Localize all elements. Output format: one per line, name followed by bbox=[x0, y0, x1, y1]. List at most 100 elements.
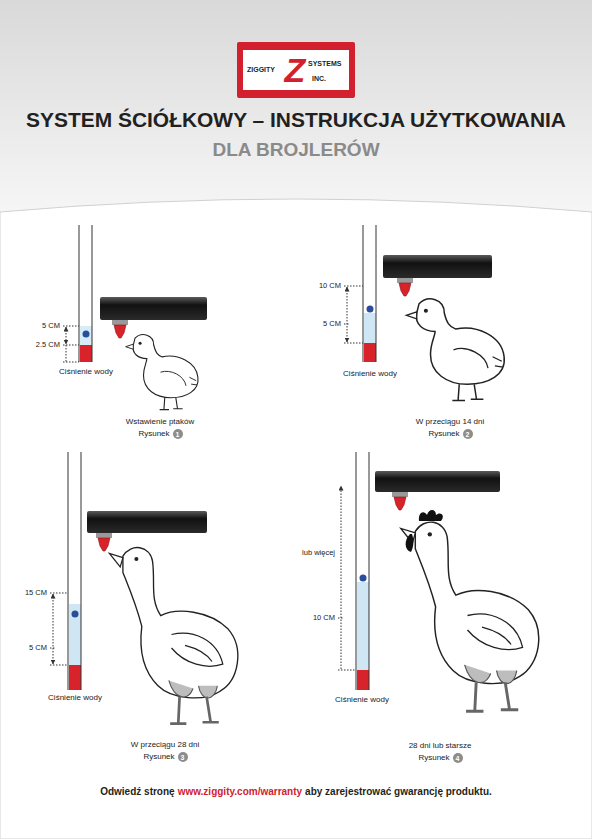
callout-number: 1 bbox=[173, 429, 183, 439]
float-ball bbox=[83, 331, 90, 338]
dimension-line bbox=[66, 345, 67, 362]
float-ball bbox=[72, 611, 79, 618]
caption-text: W przeciągu 28 dni bbox=[131, 740, 199, 749]
callout-digit: 3 bbox=[181, 754, 185, 761]
nipple-saddle bbox=[96, 533, 112, 538]
footer: Odwiedź stronę www.ziggity.com/warrantyab… bbox=[0, 786, 592, 797]
caption-text: Rysunek bbox=[418, 753, 449, 762]
chick bbox=[126, 335, 198, 410]
broiler-bird bbox=[109, 548, 237, 724]
panel-2 bbox=[344, 225, 504, 400]
red-base bbox=[69, 665, 81, 690]
nipple-saddle bbox=[397, 278, 413, 283]
dimension-tick bbox=[338, 670, 356, 671]
callout-number: 4 bbox=[453, 753, 463, 763]
tube-wall bbox=[79, 225, 80, 362]
dimension-label: 2.5 CM bbox=[36, 341, 60, 350]
callout-number: 3 bbox=[178, 752, 188, 762]
dimension-label: 15 CM bbox=[25, 589, 47, 598]
float-ball bbox=[367, 306, 374, 313]
callout-number: 2 bbox=[463, 429, 473, 439]
dimension-tick bbox=[63, 345, 79, 346]
caption-text: Rysunek bbox=[428, 429, 459, 438]
dimension-tick bbox=[338, 618, 344, 619]
chick bbox=[406, 299, 504, 400]
comb bbox=[419, 510, 443, 521]
footer-text: aby zarejestrować gwarancję produktu. bbox=[305, 786, 492, 797]
dimension-label: 5 CM bbox=[29, 644, 47, 653]
water-column bbox=[80, 326, 92, 345]
caption-text: 28 dni lub starsze bbox=[409, 741, 472, 750]
drinker-pipe bbox=[87, 511, 207, 533]
header-band bbox=[0, 0, 592, 215]
caption-text: Ciśnienie wody bbox=[335, 695, 389, 704]
dimension-tick bbox=[50, 648, 56, 649]
caption-text: Wstawienie ptaków bbox=[126, 417, 194, 426]
panel-4 bbox=[338, 452, 539, 711]
caption-text: Ciśnienie wody bbox=[48, 693, 102, 702]
broiler-bird bbox=[401, 522, 539, 711]
tube-wall bbox=[369, 452, 370, 690]
red-base bbox=[357, 670, 369, 690]
dimension-tick bbox=[63, 326, 79, 327]
drinker-nipple bbox=[394, 497, 406, 510]
caption-text: Ciśnienie wody bbox=[59, 367, 113, 376]
tube-wall bbox=[376, 225, 377, 362]
panel-3 bbox=[50, 452, 238, 724]
dimension-label: 5 CM bbox=[323, 320, 341, 329]
callout-digit: 1 bbox=[176, 431, 180, 438]
dimension-line bbox=[347, 287, 348, 342]
drinker-pipe bbox=[383, 255, 492, 278]
logo-text: ZIGGITY bbox=[247, 66, 275, 73]
dimension-line bbox=[53, 594, 54, 664]
drinker-pipe bbox=[375, 471, 500, 492]
logo-box: ZIGGITY ZSYSTEMS INC. bbox=[237, 42, 355, 98]
nipple-saddle bbox=[112, 320, 128, 325]
dimension-line bbox=[341, 486, 342, 669]
water-column bbox=[69, 604, 81, 665]
dimension-tick bbox=[344, 324, 350, 325]
red-base bbox=[80, 345, 92, 362]
dimension-tick bbox=[50, 665, 68, 666]
drinker-nipple bbox=[399, 283, 411, 296]
dimension-label: lub więcej bbox=[302, 549, 335, 558]
float-ball bbox=[360, 575, 367, 582]
dimension-label: 10 CM bbox=[313, 614, 335, 623]
tube-wall bbox=[81, 452, 82, 690]
dimension-tick bbox=[344, 343, 363, 344]
caption-text: Rysunek bbox=[143, 752, 174, 761]
nipple-saddle bbox=[392, 492, 408, 497]
caption-text: Ciśnienie wody bbox=[343, 369, 397, 378]
header-curve bbox=[0, 199, 592, 839]
tube-wall bbox=[356, 452, 357, 690]
dimension-tick bbox=[63, 362, 79, 363]
dimension-line bbox=[66, 327, 67, 344]
logo-text: INC. bbox=[312, 75, 326, 82]
water-column bbox=[364, 313, 376, 343]
caption-text: W przeciągu 14 dni bbox=[416, 417, 484, 426]
dimension-tick bbox=[50, 593, 68, 594]
footer-link: www.ziggity.com/warranty bbox=[178, 786, 302, 797]
logo-text: SYSTEMS bbox=[308, 60, 341, 67]
drinker-nipple bbox=[98, 538, 110, 551]
subtitle: DLA BROJLERÓW bbox=[212, 139, 379, 161]
tube-wall bbox=[363, 225, 364, 362]
drinker-pipe bbox=[100, 297, 207, 320]
wattle bbox=[406, 534, 414, 552]
callout-digit: 4 bbox=[456, 755, 460, 762]
dimension-label: 10 CM bbox=[319, 282, 341, 291]
footer-text: Odwiedź stronę bbox=[100, 786, 174, 797]
dimension-label: 5 CM bbox=[42, 322, 60, 331]
water-column bbox=[357, 582, 369, 670]
caption-text: Rysunek bbox=[138, 429, 169, 438]
red-base bbox=[364, 343, 376, 362]
panel-1 bbox=[63, 225, 207, 410]
tube-wall bbox=[92, 225, 93, 362]
callout-digit: 2 bbox=[466, 431, 470, 438]
drinker-nipple bbox=[114, 325, 126, 338]
page-title: SYSTEM ŚCIÓŁKOWY – INSTRUKCJA UŻYTKOWANI… bbox=[26, 108, 566, 132]
dimension-tick bbox=[344, 286, 363, 287]
tube-wall bbox=[68, 452, 69, 690]
logo-text: Z bbox=[285, 53, 306, 87]
